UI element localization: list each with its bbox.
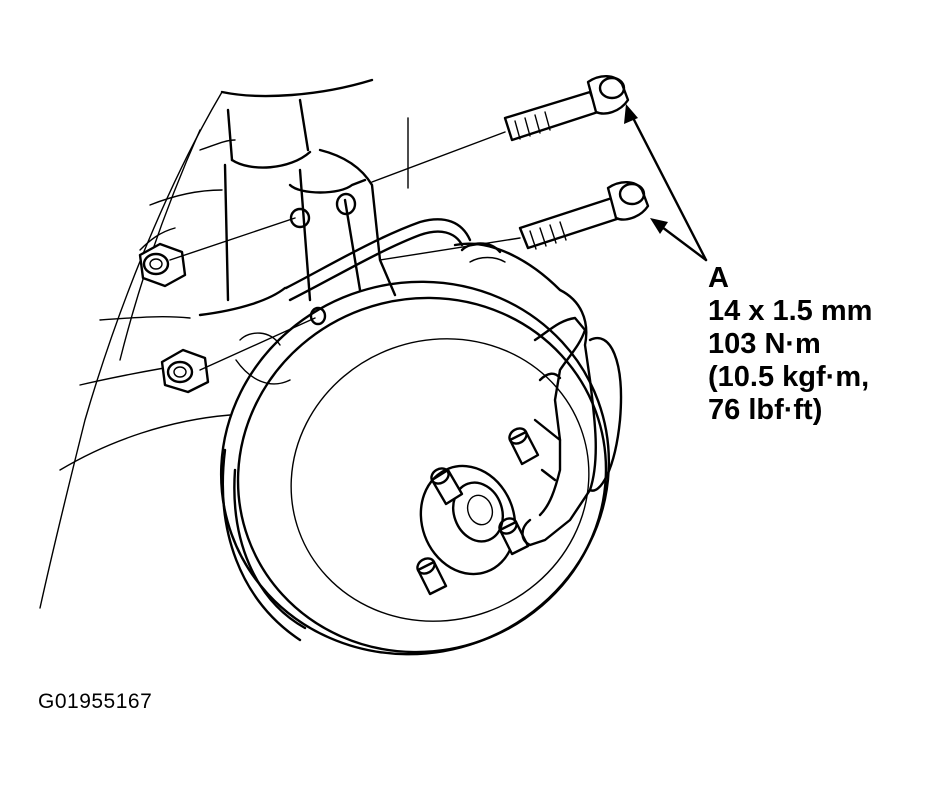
wheel-studs (416, 427, 540, 596)
torque-nm: 103 N·m (708, 328, 821, 360)
torque-spec-callout: A 14 x 1.5 mm 103 N·m (10.5 kgf·m, 76 lb… (708, 262, 872, 427)
caliper-bracket (453, 242, 623, 547)
brake-hose (198, 218, 472, 385)
torque-kgf: (10.5 kgf·m, (708, 361, 870, 393)
knuckle-bolt-holes (289, 192, 357, 326)
callout-arrows (624, 104, 708, 262)
bolt-size: 14 x 1.5 mm (708, 295, 873, 327)
torque-lbf: 76 lbf·ft) (708, 394, 823, 426)
flange-nut-lower (160, 348, 210, 394)
alignment-lines (169, 217, 316, 371)
brake-rotor (219, 280, 611, 656)
flange-bolt-upper (371, 75, 630, 183)
flange-nut-upper (138, 242, 187, 288)
flange-bolt-lower (379, 181, 650, 261)
callout-letter: A (708, 262, 729, 294)
wheel-well-lines (39, 91, 409, 609)
strut-assembly (199, 78, 397, 302)
figure-id: G01955167 (38, 690, 153, 713)
wheel-hub (419, 464, 517, 576)
